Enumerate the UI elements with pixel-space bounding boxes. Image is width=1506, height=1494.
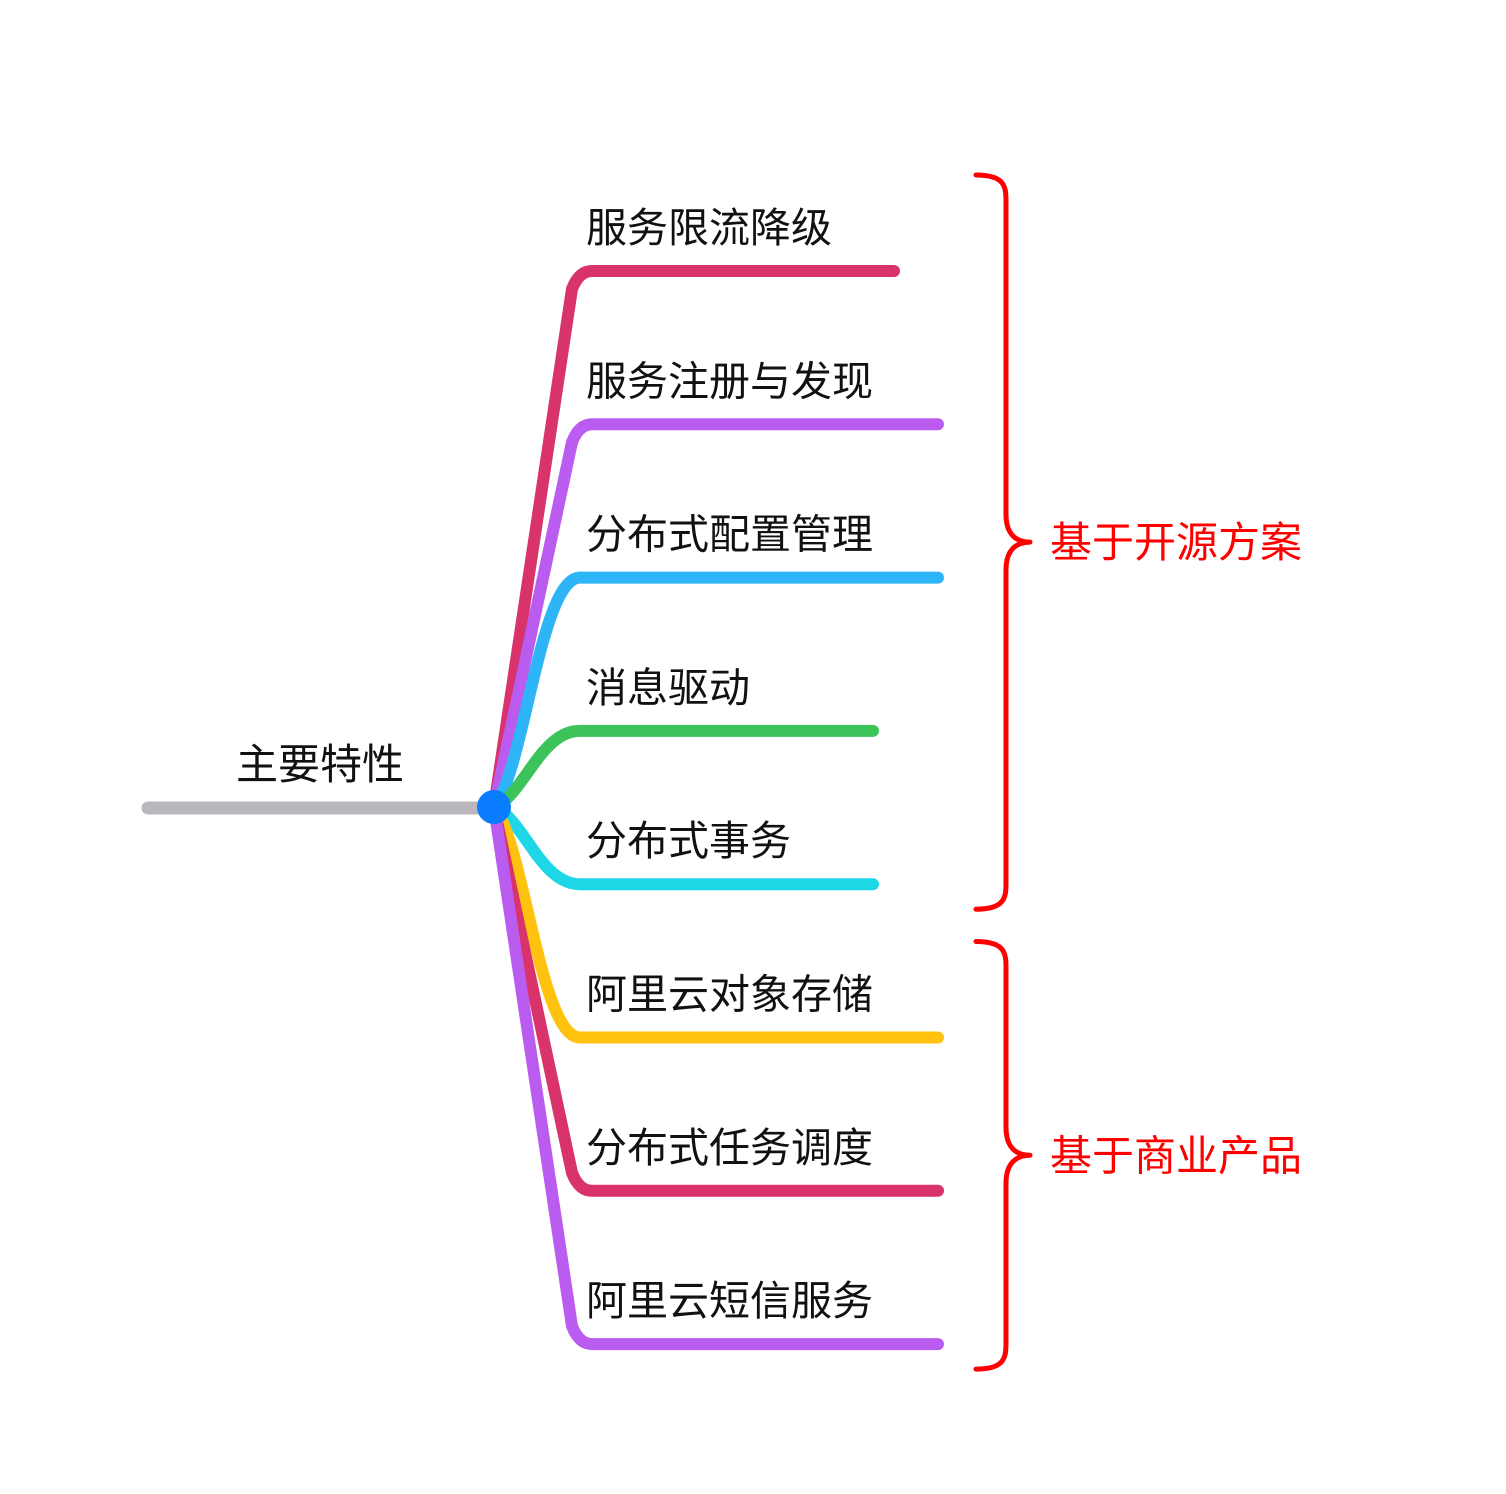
group-label: 基于商业产品 <box>1050 1131 1302 1180</box>
branch-line <box>488 801 944 1197</box>
branch-line <box>488 801 944 1044</box>
root-node[interactable] <box>477 790 511 824</box>
branch-labels: 服务限流降级服务注册与发现分布式配置管理消息驱动分布式事务阿里云对象存储分布式任… <box>586 204 873 1325</box>
branch-label[interactable]: 分布式任务调度 <box>586 1124 873 1172</box>
root-label: 主要特性 <box>236 740 404 789</box>
branch-label[interactable]: 服务限流降级 <box>586 204 832 252</box>
branch-label[interactable]: 分布式事务 <box>586 817 791 865</box>
branch-line <box>488 265 900 813</box>
branch-lines <box>488 265 944 1351</box>
branch-label[interactable]: 消息驱动 <box>586 664 750 712</box>
branch-line <box>488 724 879 813</box>
branch-line <box>488 801 944 1351</box>
group-brace <box>973 172 1033 912</box>
branch-line <box>488 418 944 813</box>
branch-label[interactable]: 服务注册与发现 <box>586 357 873 405</box>
branch-label[interactable]: 阿里云短信服务 <box>586 1277 873 1325</box>
branch-label[interactable]: 阿里云对象存储 <box>586 971 873 1019</box>
branch-label[interactable]: 分布式配置管理 <box>586 511 873 559</box>
branch-line <box>488 571 944 813</box>
group-brace <box>973 939 1033 1372</box>
group-label: 基于开源方案 <box>1050 518 1302 567</box>
